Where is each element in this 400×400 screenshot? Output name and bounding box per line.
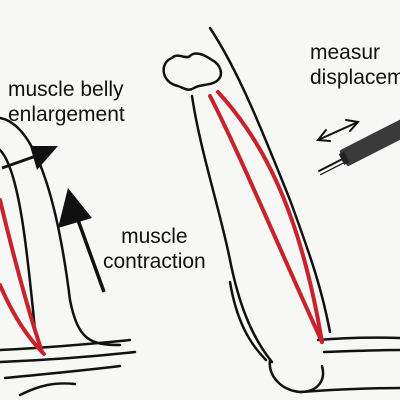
left-muscle-edge-2 <box>0 283 46 356</box>
right-muscle-edge-2 <box>216 90 324 344</box>
left-arm-outer-contour <box>0 116 122 347</box>
measure-label-line-1: measur <box>310 41 381 64</box>
right-arm-back-contour <box>190 94 274 364</box>
right-forearm-lower <box>298 386 400 394</box>
belly-label-line-1: muscle belly <box>8 78 124 101</box>
left-elbow-curve <box>18 382 77 397</box>
muscle-contraction-label: muscle contraction <box>103 224 206 274</box>
right-arm-mid-contour <box>228 280 268 362</box>
belly-enlargement-arrow <box>1 146 58 170</box>
displacement-double-arrow <box>316 119 360 142</box>
left-arm-inner-contour <box>0 148 37 332</box>
left-arm <box>0 116 137 397</box>
left-forearm-line-1 <box>0 338 132 352</box>
right-elbow <box>268 358 325 394</box>
sensor-probe-body <box>339 114 400 166</box>
left-forearm-line-3 <box>3 364 122 380</box>
contraction-label-line-2: contraction <box>103 250 206 273</box>
right-forearm-upper <box>316 336 400 342</box>
muscle-contraction-arrow <box>58 188 106 293</box>
measure-displacement-label: measur displacem <box>310 40 400 90</box>
contraction-label-line-1: muscle <box>121 225 188 248</box>
right-arm <box>162 26 400 394</box>
left-muscle <box>0 198 46 356</box>
right-muscle <box>208 90 324 344</box>
measure-label-line-2: displacem <box>310 66 400 89</box>
right-humerus-head <box>162 52 223 91</box>
displacement-sensor <box>317 114 400 176</box>
right-arm-front-contour <box>208 26 332 334</box>
left-muscle-edge-1 <box>0 198 44 354</box>
right-muscle-edge-1 <box>208 94 324 344</box>
right-forearm-mid <box>322 348 400 354</box>
belly-enlargement-label: muscle belly enlargement <box>8 77 125 127</box>
belly-label-line-2: enlargement <box>8 103 125 126</box>
sensor-probe-tip <box>317 158 342 173</box>
left-forearm-line-2 <box>0 350 137 364</box>
